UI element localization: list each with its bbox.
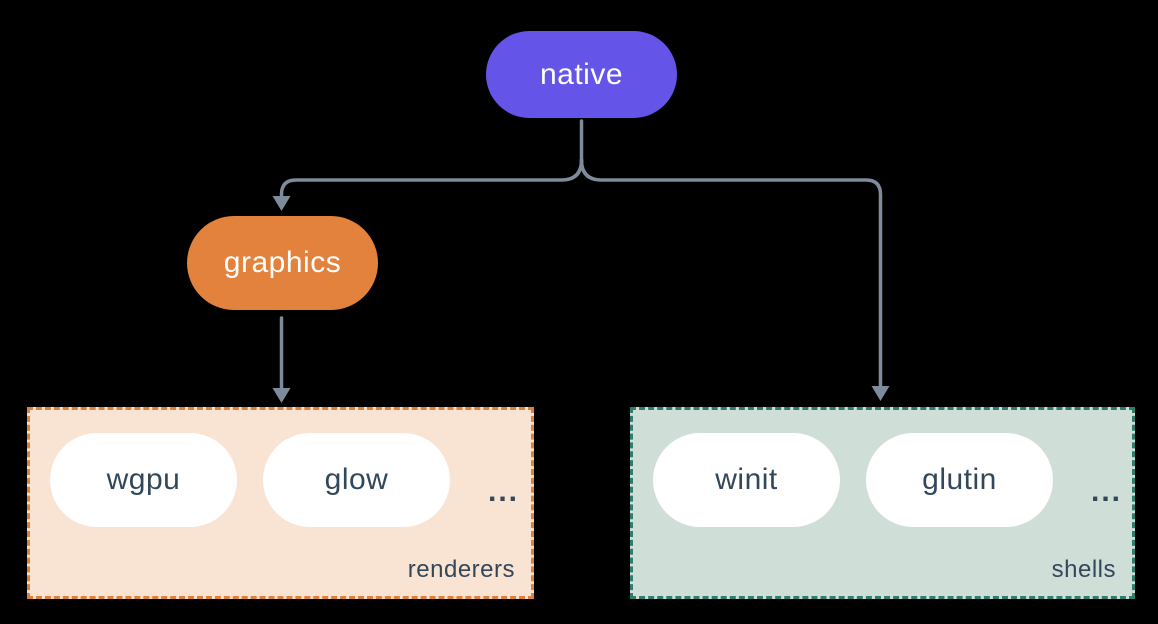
renderers-ellipsis: ... [488, 475, 520, 508]
glow-node-label: glow [324, 463, 389, 496]
renderers-pills: wgpu glow ... [30, 410, 531, 527]
graphics-node-label: graphics [223, 246, 342, 279]
shells-group: winit glutin ... shells [630, 407, 1135, 599]
native-node-label: native [539, 57, 624, 91]
arrowheads [272, 196, 890, 403]
wgpu-node-label: wgpu [106, 463, 181, 496]
winit-node: winit [653, 433, 840, 527]
glutin-node: glutin [866, 433, 1053, 527]
shells-group-label: shells [1051, 556, 1116, 583]
arrowhead-into-shells [871, 386, 890, 401]
arrowhead-into-graphics [272, 196, 291, 211]
shells-pills: winit glutin ... [633, 410, 1132, 527]
graphics-node: graphics [187, 216, 378, 310]
glow-node: glow [263, 433, 450, 527]
renderers-group: wgpu glow ... renderers [27, 407, 534, 599]
winit-node-label: winit [715, 463, 778, 496]
connector-native-to-shells [579, 158, 883, 389]
arrowhead-into-renderers [272, 388, 291, 403]
renderers-group-label: renderers [407, 556, 515, 583]
native-node: native [486, 31, 677, 118]
glutin-node-label: glutin [922, 463, 997, 496]
connector-paths [279, 119, 883, 391]
shells-ellipsis: ... [1091, 475, 1123, 508]
connector-native-to-graphics [279, 158, 584, 199]
wgpu-node: wgpu [50, 433, 237, 527]
